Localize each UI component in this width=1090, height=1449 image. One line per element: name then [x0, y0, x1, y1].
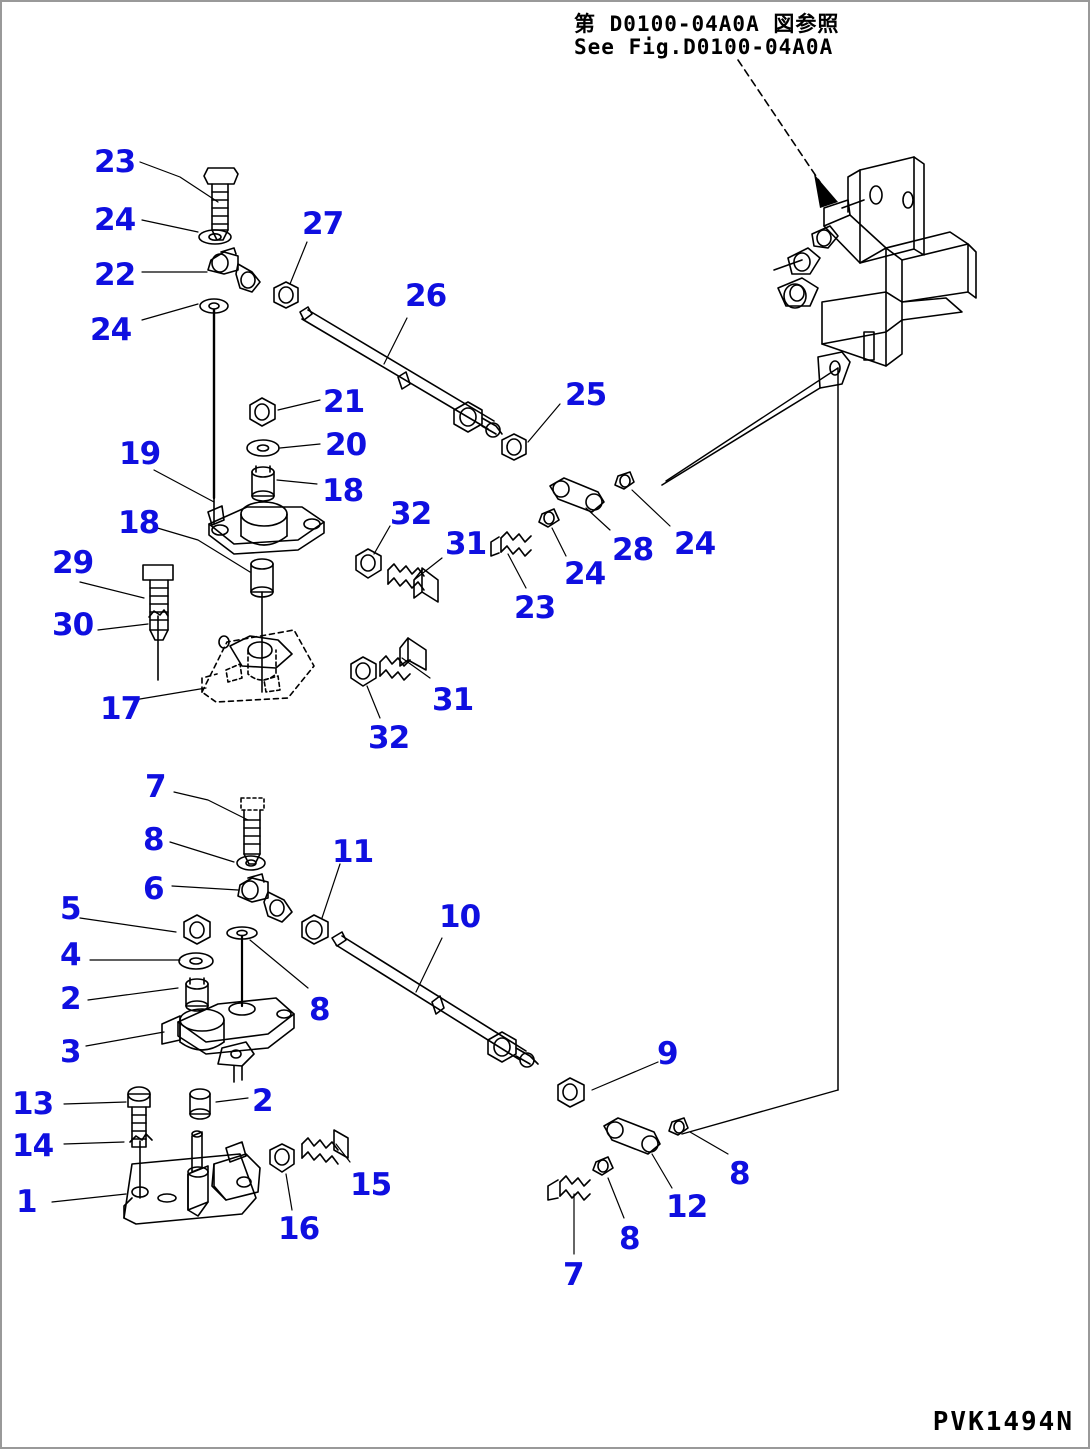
- part-28-link-arm-upper: [549, 477, 605, 513]
- callout-17: 17: [100, 691, 142, 727]
- part-12-link-arm-lower: [603, 1117, 661, 1155]
- part-31-bolt-upper: [387, 563, 439, 603]
- part-27-nut: [273, 281, 299, 309]
- callout-18: 18: [322, 473, 364, 509]
- part-8-washer-shaft: [226, 926, 258, 1016]
- reference-leader-arrow: [737, 59, 838, 208]
- callout-8: 8: [729, 1156, 751, 1192]
- part-25-nut: [501, 433, 527, 461]
- part-1-mounting-plate-lower: [123, 1130, 261, 1225]
- part-22-rod-end-joint: [207, 247, 261, 293]
- part-24-washer-right-2: [538, 508, 560, 528]
- part-4-washer: [178, 952, 214, 970]
- callout-22: 22: [94, 257, 136, 293]
- part-17-mounting-plate-upper: [201, 629, 315, 703]
- callout-19: 19: [119, 436, 161, 472]
- callout-2: 2: [252, 1083, 274, 1119]
- part-31-bolt-lower: [379, 637, 427, 681]
- callout-31: 31: [432, 682, 474, 718]
- part-8-washer-top: [236, 855, 266, 871]
- callout-8: 8: [143, 822, 165, 858]
- part-7-bolt-lower: [547, 1175, 591, 1201]
- callout-24: 24: [564, 556, 606, 592]
- callout-25: 25: [565, 377, 607, 413]
- callout-6: 6: [143, 871, 165, 907]
- part-8-washer-right: [668, 1117, 689, 1136]
- machine-bracket-assembly: [773, 156, 977, 389]
- part-23-bolt-right: [490, 531, 532, 557]
- callout-4: 4: [60, 937, 82, 973]
- part-24-washer-right: [614, 471, 635, 490]
- callout-27: 27: [302, 206, 344, 242]
- callout-14: 14: [12, 1128, 54, 1164]
- part-8-washer-bolt7: [592, 1156, 614, 1176]
- callout-16: 16: [278, 1211, 320, 1247]
- callout-2: 2: [60, 981, 82, 1017]
- callout-11: 11: [332, 834, 374, 870]
- leader-lines: [51, 161, 729, 1255]
- part-9-nut: [557, 1077, 585, 1108]
- callout-18: 18: [118, 505, 160, 541]
- callout-32: 32: [368, 720, 410, 756]
- callout-26: 26: [405, 278, 447, 314]
- callout-24: 24: [94, 202, 136, 238]
- callout-13: 13: [12, 1086, 54, 1122]
- part-10-control-rod-lower: [331, 931, 539, 1068]
- callout-9: 9: [657, 1036, 679, 1072]
- callout-23: 23: [94, 144, 136, 180]
- callout-10: 10: [439, 899, 481, 935]
- part-23-bolt: [203, 167, 239, 241]
- callout-15: 15: [350, 1167, 392, 1203]
- part-2-bushing-lower: [189, 1088, 211, 1120]
- callout-29: 29: [52, 545, 94, 581]
- part-15-bolt-threaded: [301, 1129, 349, 1165]
- part-29-bolt-long: [142, 564, 174, 641]
- part-18-bushing-upper: [251, 465, 275, 502]
- callout-30: 30: [52, 607, 94, 643]
- part-7-bolt: [240, 797, 265, 865]
- part-30-pin-clip: [148, 609, 169, 681]
- callout-8: 8: [619, 1221, 641, 1257]
- callout-12: 12: [666, 1189, 708, 1225]
- callout-1: 1: [16, 1184, 38, 1220]
- callout-8: 8: [309, 992, 331, 1028]
- reference-note-japanese: 第 D0100-04A0A 図参照: [574, 12, 840, 36]
- part-24-washer-top: [198, 229, 232, 245]
- bracket-connector-lines: [661, 367, 839, 1135]
- callout-31: 31: [445, 526, 487, 562]
- callout-7: 7: [563, 1257, 585, 1293]
- part-6-rod-end-joint: [237, 873, 293, 923]
- callout-24: 24: [674, 526, 716, 562]
- callout-5: 5: [60, 891, 82, 927]
- drawing-code: PVK1494N: [932, 1407, 1074, 1437]
- part-21-nut: [249, 397, 276, 427]
- callout-23: 23: [514, 590, 556, 626]
- part-32-nut-upper: [355, 548, 382, 579]
- callout-32: 32: [390, 496, 432, 532]
- callout-21: 21: [323, 384, 365, 420]
- part-14-pin-clip: [129, 1133, 153, 1199]
- callout-24: 24: [90, 312, 132, 348]
- part-5-nut: [183, 914, 211, 945]
- callout-3: 3: [60, 1034, 82, 1070]
- part-16-nut: [269, 1143, 295, 1173]
- part-2-bushing-upper: [185, 977, 209, 1012]
- callout-7: 7: [145, 769, 167, 805]
- part-20-washer: [246, 439, 280, 457]
- callout-20: 20: [325, 427, 367, 463]
- part-26-control-rod: [299, 306, 503, 438]
- callout-28: 28: [612, 532, 654, 568]
- part-3-lever-bracket-lower: [161, 997, 295, 1083]
- reference-note-english: See Fig.D0100-04A0A: [574, 35, 834, 59]
- part-13-bolt-short: [127, 1086, 151, 1148]
- part-11-nut: [301, 914, 329, 945]
- part-19-lever-bracket-upper: [207, 497, 325, 555]
- part-32-nut-lower: [350, 656, 377, 687]
